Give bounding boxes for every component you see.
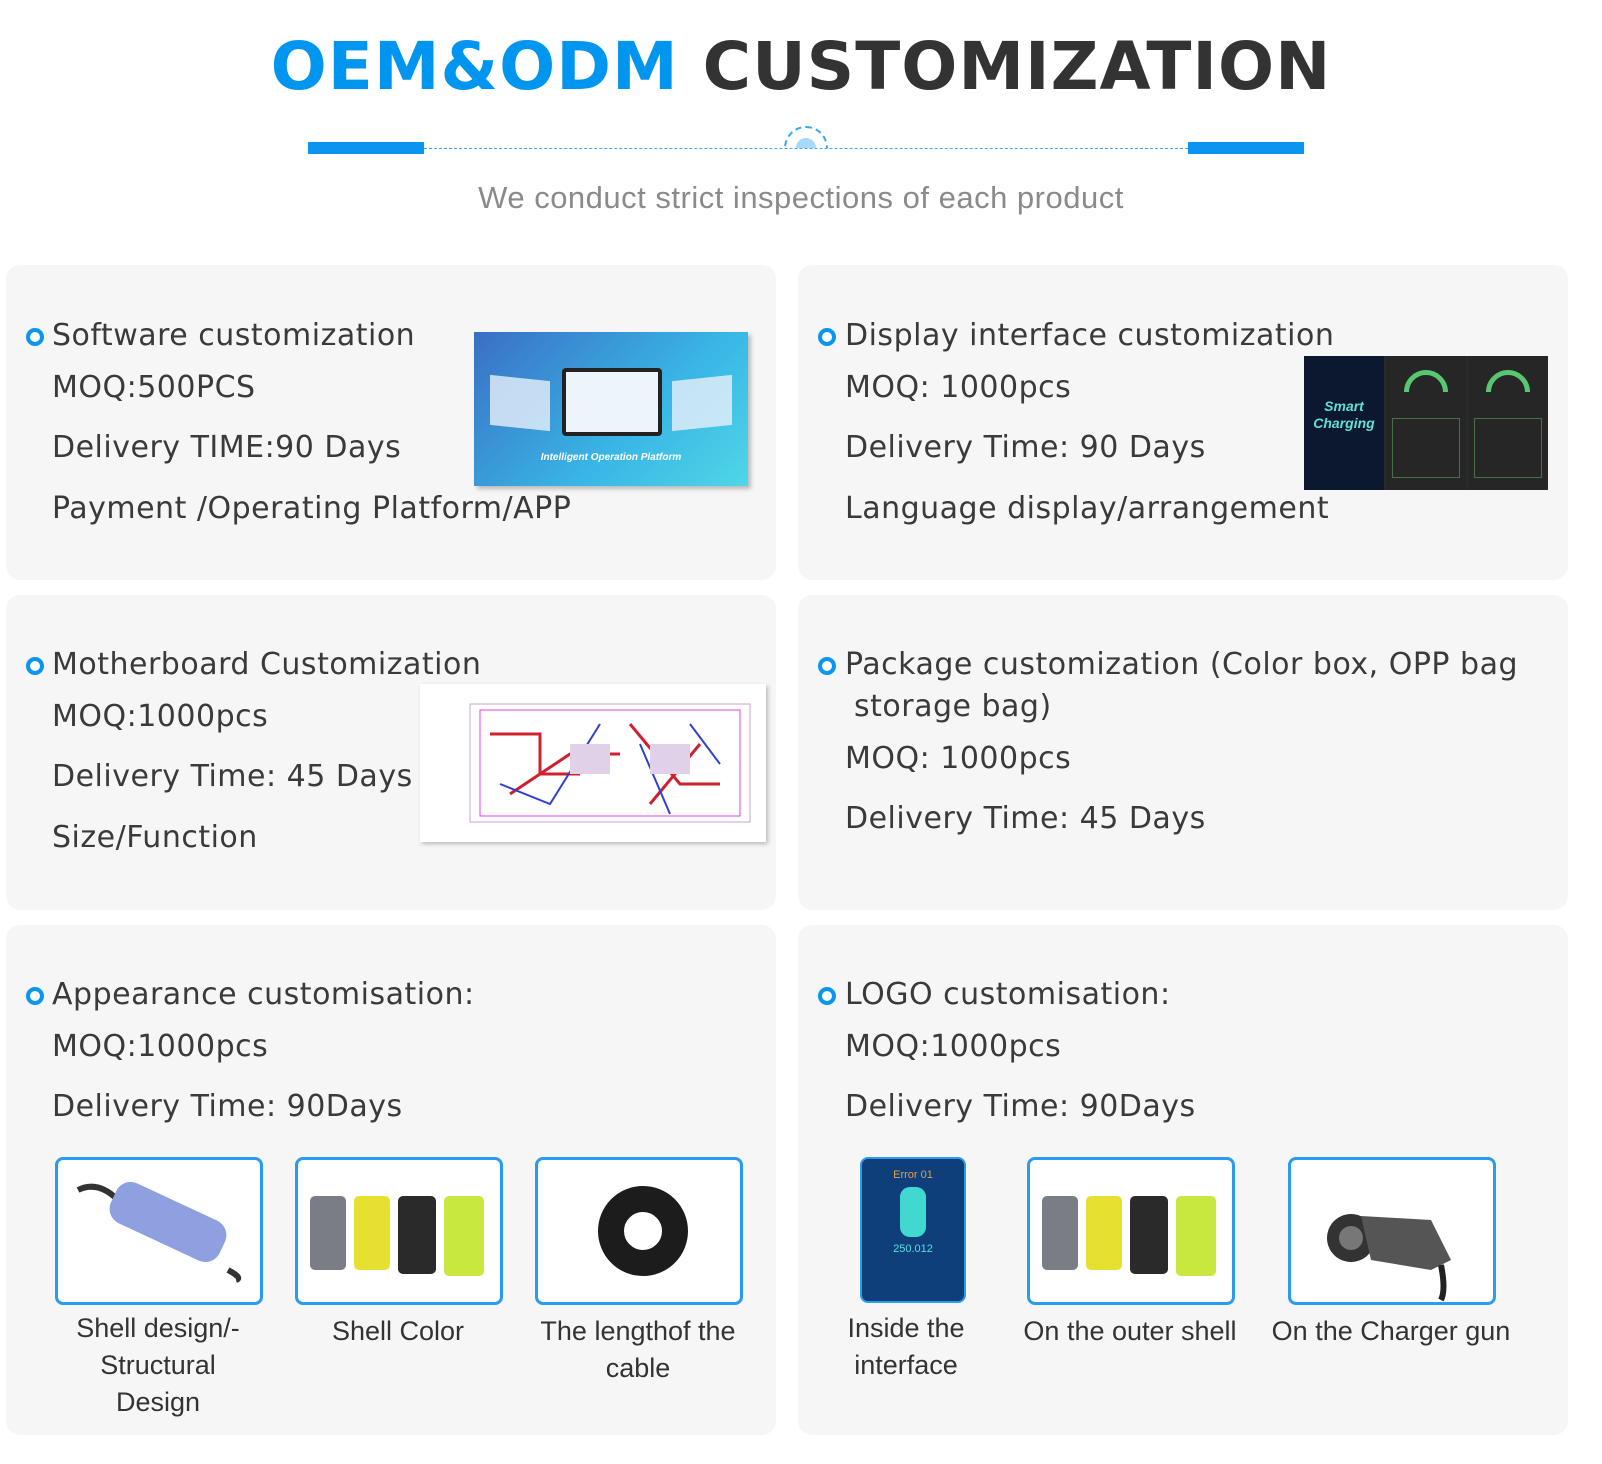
- card-title: Display interface customization: [845, 318, 1335, 353]
- delivery-time: Delivery Time: 90Days: [845, 1089, 1196, 1124]
- display-screens-image: Smart Charging: [1304, 356, 1548, 490]
- thumbnail-caption: On the Charger gun: [1271, 1316, 1511, 1346]
- screen-error-text: Error 01: [893, 1169, 933, 1181]
- moq: MOQ:1000pcs: [52, 699, 269, 734]
- delivery-time: Delivery Time: 45 Days: [845, 801, 1206, 836]
- moq: MOQ:1000pcs: [52, 1029, 269, 1064]
- delivery-time: Delivery Time: 90 Days: [845, 430, 1206, 465]
- subtitle: We conduct strict inspections of each pr…: [478, 180, 1124, 215]
- thumbnail-caption: On the outer shell: [1023, 1316, 1237, 1346]
- feature: Payment /Operating Platform/APP: [52, 491, 572, 526]
- shell-design-thumbnail: [55, 1157, 263, 1305]
- title-divider: [308, 126, 1304, 154]
- screen-value-text: 250.012: [893, 1243, 933, 1255]
- interface-screen-thumbnail: Error 01 250.012: [860, 1157, 966, 1303]
- moq: MOQ: 1000pcs: [845, 741, 1072, 776]
- page-title: OEM&ODM CUSTOMIZATION: [0, 28, 1602, 105]
- charger-gun-thumbnail: [1288, 1157, 1496, 1305]
- moq: MOQ:500PCS: [52, 370, 256, 405]
- cable-thumbnail: [535, 1157, 743, 1305]
- moq: MOQ:1000pcs: [845, 1029, 1062, 1064]
- card-title: Motherboard Customization: [52, 647, 482, 682]
- thumbnail-caption: Inside the interface: [847, 1313, 965, 1380]
- platform-image: Intelligent Operation Platform: [474, 332, 748, 486]
- bullet-icon: [26, 987, 44, 1005]
- title-blue: OEM&ODM: [270, 28, 679, 105]
- feature: Size/Function: [52, 820, 258, 855]
- bullet-icon: [26, 328, 44, 346]
- card-title-continued: storage bag): [854, 689, 1052, 724]
- outer-shell-thumbnail: [1027, 1157, 1235, 1305]
- bullet-icon: [818, 657, 836, 675]
- thumbnail-caption: Shell Color: [331, 1316, 465, 1346]
- title-dark: CUSTOMIZATION: [702, 28, 1332, 105]
- platform-image-text: Intelligent Operation Platform: [540, 452, 682, 463]
- bullet-icon: [818, 987, 836, 1005]
- shell-color-thumbnail: [295, 1157, 503, 1305]
- thumbnail-caption: The lengthof the cable: [540, 1316, 736, 1383]
- moq: MOQ: 1000pcs: [845, 370, 1072, 405]
- pcb-layout-image: [420, 684, 766, 842]
- feature: Language display/arrangement: [845, 491, 1330, 526]
- display-screen-text: Smart Charging: [1304, 356, 1384, 490]
- card-title: LOGO customisation:: [845, 977, 1171, 1012]
- bullet-icon: [818, 328, 836, 346]
- delivery-time: Delivery Time: 90Days: [52, 1089, 403, 1124]
- card-package: [798, 595, 1568, 910]
- card-title: Software customization: [52, 318, 416, 353]
- delivery-time: Delivery TIME:90 Days: [52, 430, 402, 465]
- bullet-icon: [26, 657, 44, 675]
- thumbnail-caption: Shell design/- Structural Design: [76, 1313, 240, 1417]
- card-title: Appearance customisation:: [52, 977, 475, 1012]
- card-title: Package customization (Color box, OPP ba…: [845, 647, 1518, 682]
- delivery-time: Delivery Time: 45 Days: [52, 759, 413, 794]
